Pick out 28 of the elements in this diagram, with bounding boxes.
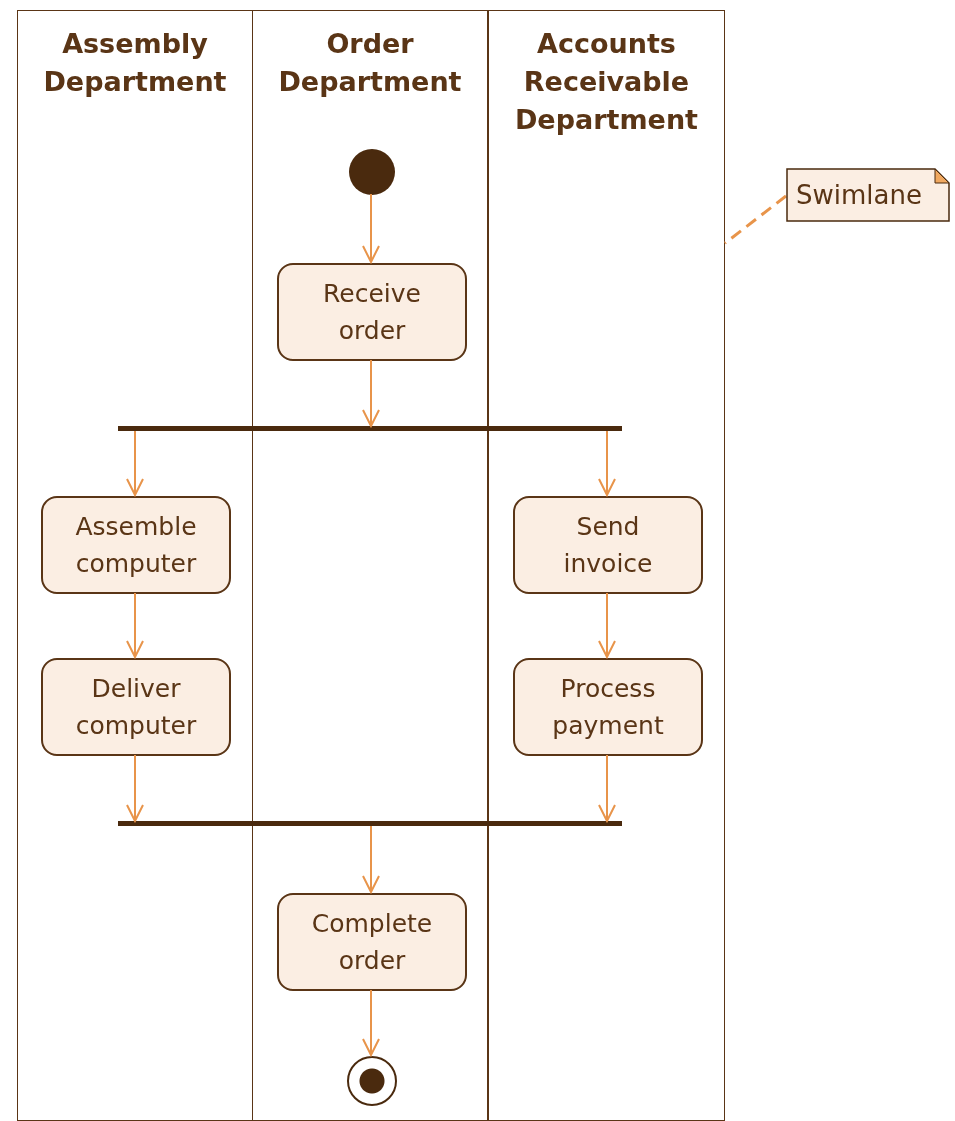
- lane-heading: Order Department: [277, 27, 463, 99]
- arrow: [126, 754, 144, 822]
- arrow: [598, 754, 616, 822]
- arrow: [598, 430, 616, 496]
- arrow: [362, 825, 380, 893]
- arrow: [362, 989, 380, 1056]
- activity-box: Complete order: [277, 893, 467, 991]
- lane-heading: Assembly Department: [42, 27, 228, 99]
- swimlane: [252, 10, 488, 1121]
- initial-node: [349, 149, 395, 195]
- activity-box: Send invoice: [513, 496, 703, 594]
- arrow: [126, 592, 144, 658]
- arrow: [598, 592, 616, 658]
- arrow: [362, 359, 380, 427]
- fork-bar: [118, 426, 622, 431]
- final-node: [347, 1056, 397, 1106]
- activity-box: Process payment: [513, 658, 703, 756]
- swimlane: [17, 10, 253, 1121]
- fork-bar: [118, 821, 622, 826]
- note: Swimlane: [786, 168, 950, 222]
- activity-box: Deliver computer: [41, 658, 231, 756]
- swimlane: [488, 10, 725, 1121]
- arrow: [126, 430, 144, 496]
- lane-heading: Accounts Receivable Department: [513, 27, 700, 137]
- leader-line: [724, 194, 787, 245]
- arrow: [362, 193, 380, 263]
- activity-box: Assemble computer: [41, 496, 231, 594]
- activity-box: Receive order: [277, 263, 467, 361]
